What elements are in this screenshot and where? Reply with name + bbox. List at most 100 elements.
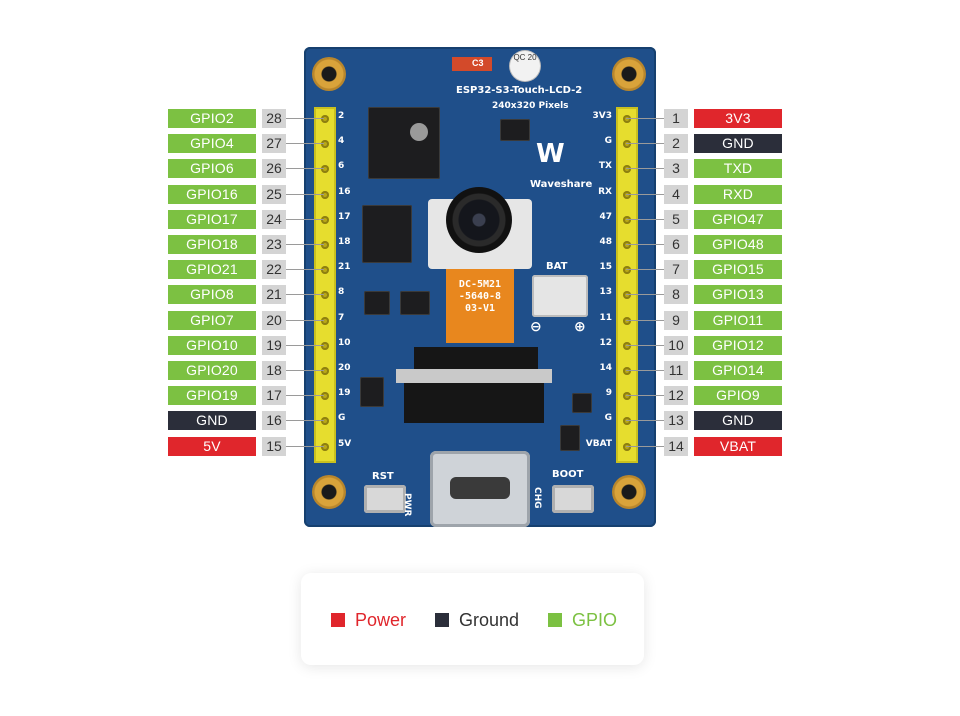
silkscreen-pin-label: 16 <box>338 186 351 197</box>
pin-number-label: 24 <box>262 209 286 229</box>
brand-label: Waveshare <box>530 179 593 190</box>
plus-icon: ⊕ <box>574 319 586 335</box>
ic-chip <box>572 393 592 413</box>
pin-name-label: GPIO6 <box>168 159 256 179</box>
battery-label: BAT <box>546 261 568 272</box>
header-pin <box>321 417 329 426</box>
silkscreen-pin-label: 6 <box>338 161 345 172</box>
leader-line <box>626 269 664 271</box>
silkscreen-pin-label: 20 <box>338 363 351 373</box>
leader-line <box>286 168 324 170</box>
leader-line <box>626 118 664 119</box>
silkscreen-pin-label: 4 <box>338 136 345 147</box>
pin-number-label: 4 <box>664 184 688 204</box>
silkscreen-pin-label: 2 <box>338 111 345 121</box>
pin-name-label: GPIO21 <box>168 260 256 280</box>
legend: Power Ground GPIO <box>301 573 644 665</box>
minus-icon: ⊖ <box>530 319 542 335</box>
mounting-hole <box>612 57 646 91</box>
board-resolution: 240x320 Pixels <box>492 101 569 111</box>
pin-name-label: GPIO7 <box>168 310 256 330</box>
pin-number-label: 28 <box>262 109 286 128</box>
leader-line <box>286 143 324 145</box>
silkscreen-pin-label: 48 <box>599 237 612 247</box>
pin-number-label: 17 <box>262 386 286 406</box>
leader-line <box>286 294 324 296</box>
pwr-led-label: PWR <box>402 493 412 517</box>
pin-number-label: 18 <box>262 361 286 380</box>
flex-label-line: -5640-8 <box>458 291 502 302</box>
pin-number-label: 21 <box>262 285 286 305</box>
ground-swatch <box>435 613 449 627</box>
mounting-hole <box>312 475 346 509</box>
header-pin <box>321 115 329 123</box>
leader-line <box>286 244 324 245</box>
leader-line <box>286 193 324 195</box>
silkscreen-pin-label: TX <box>598 161 612 172</box>
silkscreen-pin-label: VBAT <box>585 438 612 449</box>
leader-line <box>626 370 664 371</box>
header-pin <box>321 442 329 451</box>
pin-name-label: GPIO4 <box>168 134 256 154</box>
header-pin <box>623 241 631 249</box>
ffc-connector-lid <box>396 369 552 383</box>
capacitor-label: C3 <box>472 58 484 68</box>
header-pin <box>623 291 631 300</box>
pin-number-label: 26 <box>262 159 286 179</box>
usb-c-opening <box>450 477 510 499</box>
ffc-connector <box>414 347 538 369</box>
header-pin <box>623 442 631 451</box>
header-pin <box>321 241 329 249</box>
pin-number-label: 13 <box>664 411 688 431</box>
silkscreen-pin-label: 14 <box>599 363 612 373</box>
header-pin <box>623 215 631 224</box>
silkscreen-pin-label: 10 <box>338 337 351 348</box>
chg-led-label: CHG <box>532 487 542 509</box>
mounting-hole <box>612 475 646 509</box>
flex-label-line: DC-5M21 <box>458 279 502 290</box>
silkscreen-pin-label: 17 <box>338 211 351 222</box>
pin-number-label: 16 <box>262 411 286 431</box>
header-pin <box>321 392 329 401</box>
header-pin <box>623 367 631 375</box>
header-pin <box>623 165 631 174</box>
rst-label: RST <box>372 471 394 482</box>
camera-lens-icon <box>446 187 512 253</box>
leader-line <box>626 168 664 170</box>
silkscreen-pin-label: RX <box>598 186 612 197</box>
boot-button[interactable] <box>552 485 594 513</box>
silkscreen-pin-label: 21 <box>338 262 351 273</box>
pin-number-label: 23 <box>262 235 286 254</box>
pin-number-label: 14 <box>664 436 688 456</box>
pin-number-label: 1 <box>664 109 688 128</box>
pin-number-label: 8 <box>664 285 688 305</box>
pin-name-label: GPIO15 <box>694 260 782 280</box>
silkscreen-pin-label: G <box>604 136 612 147</box>
header-pin <box>623 316 631 325</box>
flex-label-line: 03-V1 <box>464 303 496 314</box>
pin-name-label: GPIO20 <box>168 361 256 380</box>
legend-label: Ground <box>459 610 520 630</box>
esp32-chip <box>368 107 440 179</box>
pin-name-label: GND <box>694 134 782 154</box>
battery-connector[interactable] <box>532 275 588 317</box>
silkscreen-pin-label: 9 <box>605 388 612 399</box>
pin-number-label: 12 <box>664 386 688 406</box>
chip-logo-icon <box>410 123 428 141</box>
silkscreen-pin-label: 47 <box>599 211 612 222</box>
pin-name-label: GPIO10 <box>168 335 256 355</box>
pin-name-label: GPIO8 <box>168 285 256 305</box>
pin-number-label: 5 <box>664 209 688 229</box>
silkscreen-pin-label: 15 <box>599 262 612 273</box>
usb-c-port[interactable] <box>430 451 530 527</box>
pin-number-label: 15 <box>262 436 286 456</box>
pin-name-label: GPIO17 <box>168 209 256 229</box>
ic-chip <box>560 425 580 451</box>
silkscreen-pin-label: 8 <box>338 287 345 298</box>
reset-button[interactable] <box>364 485 406 513</box>
pin-name-label: GPIO48 <box>694 235 782 254</box>
leader-line <box>626 344 664 346</box>
header-pin <box>321 140 329 149</box>
leader-line <box>286 395 324 397</box>
